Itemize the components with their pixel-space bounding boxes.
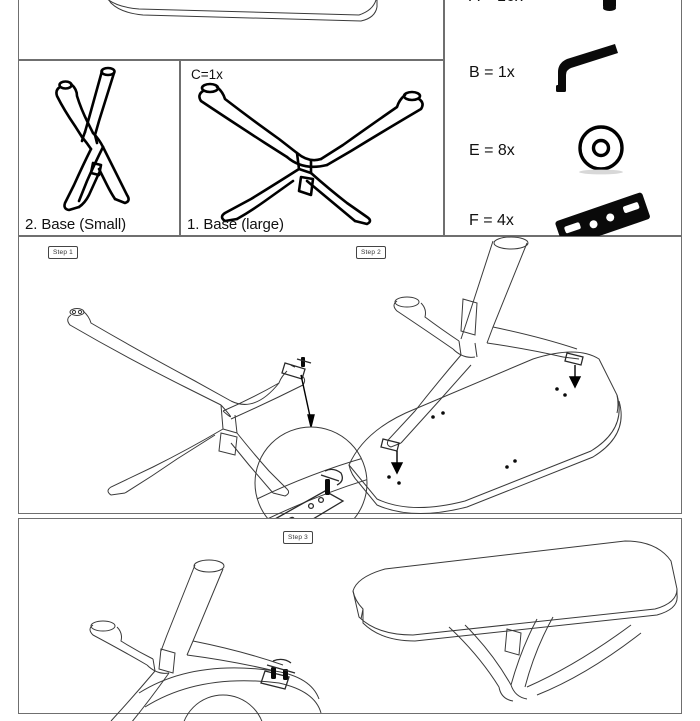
assembly-arrow-right <box>568 365 582 389</box>
step2-art <box>348 236 622 514</box>
part-label-B: B = 1x <box>469 64 515 81</box>
panel-step-3: Step 3 <box>18 518 682 721</box>
panel-base-large: C=1x 1. Base (large) <box>180 60 444 236</box>
part-row-B: B = 1x <box>445 39 683 107</box>
washer-icon <box>545 123 665 179</box>
flat-bracket-icon <box>545 192 665 249</box>
part-label-A: A = 16x <box>469 0 523 6</box>
panel-parts-list: A = 16x B = 1x E = 8x <box>444 0 683 248</box>
step3-base-art <box>89 559 322 721</box>
base-small-art <box>55 66 130 212</box>
base-large-qty-label: C=1x <box>191 67 223 82</box>
step-badge-1: Step 1 <box>48 246 78 259</box>
base-large-art <box>198 82 424 226</box>
bracket-join-step3 <box>260 658 296 690</box>
part-row-F: F = 4x <box>445 187 683 255</box>
part-label-E: E = 8x <box>469 142 515 159</box>
step-badge-2: Step 2 <box>356 246 386 259</box>
step1-art <box>67 308 368 540</box>
panel-base-small: 2. Base (Small) <box>18 60 180 236</box>
bracket-attach-small <box>281 357 312 380</box>
instruction-sheet: 2. Base (Small) C=1x <box>18 0 683 721</box>
part-label-F: F = 4x <box>469 212 514 229</box>
step-badge-3: Step 3 <box>283 531 313 544</box>
assembly-arrow-left <box>390 451 404 475</box>
panel-tabletop <box>18 0 444 60</box>
panel-base-small-caption: 2. Base (Small) <box>25 216 127 233</box>
part-row-E: E = 8x <box>445 117 683 185</box>
allen-key-icon <box>545 44 665 101</box>
bolt-icon <box>545 0 665 25</box>
part-row-A: A = 16x <box>445 0 683 31</box>
panel-steps-1-2: Step 1 Step 2 <box>18 236 682 540</box>
step3-finished-table-art <box>352 540 678 702</box>
tabletop-board-art <box>107 0 378 22</box>
panel-base-large-caption: 1. Base (large) <box>187 216 284 233</box>
